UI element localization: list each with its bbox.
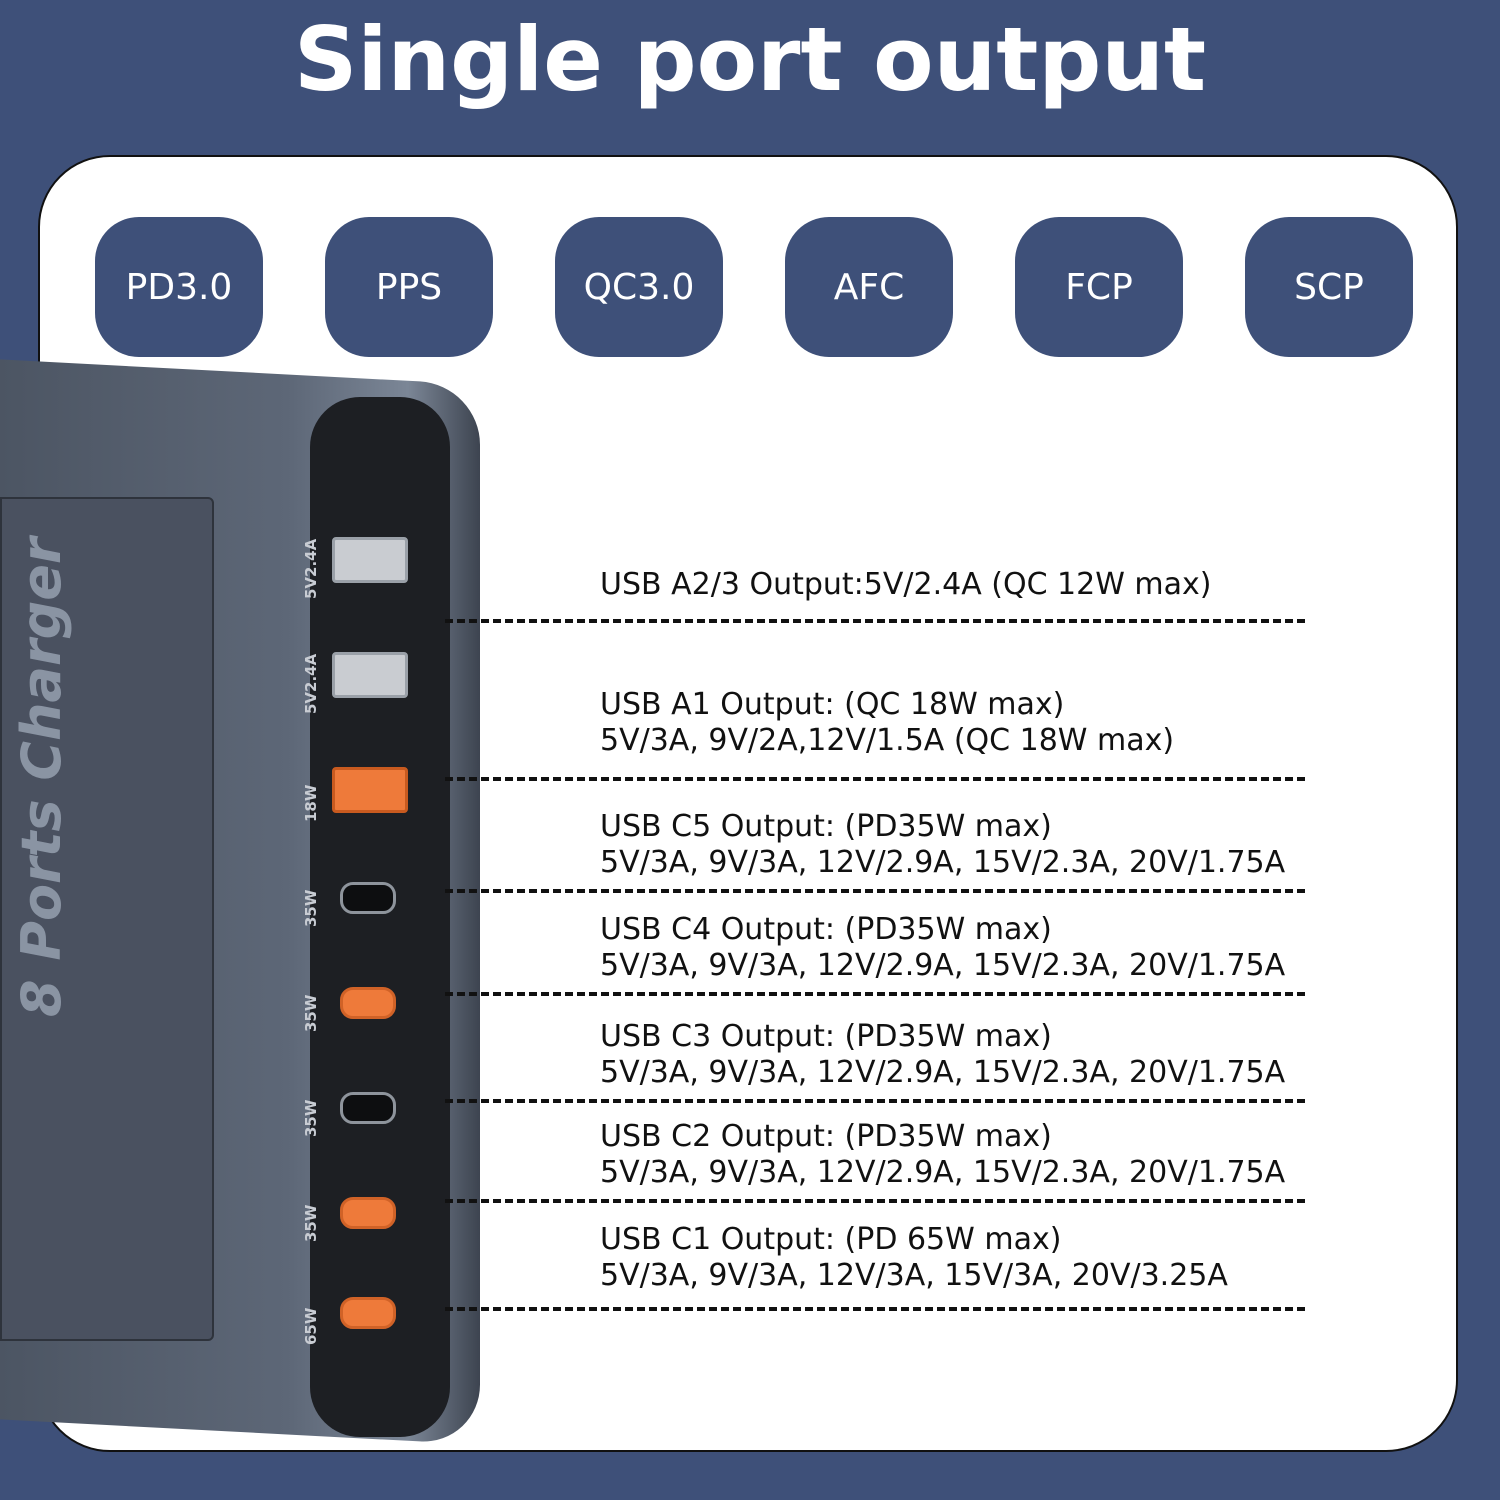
spec-line2: 5V/3A, 9V/3A, 12V/2.9A, 15V/2.3A, 20V/1.… — [600, 1055, 1286, 1090]
divider-a1 — [445, 777, 1305, 781]
usb-a1-port — [332, 767, 408, 813]
divider-a23 — [445, 619, 1305, 623]
spec-line2: 5V/3A, 9V/3A, 12V/2.9A, 15V/2.3A, 20V/1.… — [600, 1155, 1286, 1190]
spec-line2: 5V/3A, 9V/2A,12V/1.5A (QC 18W max) — [600, 723, 1175, 758]
spec-card: PD3.0 PPS QC3.0 AFC FCP SCP 8 Ports Char… — [0, 155, 1458, 1452]
port-label-a1: 18W — [302, 784, 320, 822]
badge-pd30: PD3.0 — [95, 217, 263, 357]
badge-fcp: FCP — [1015, 217, 1183, 357]
port-label-a2: 5V2.4A — [302, 653, 320, 714]
spec-line1: USB C4 Output: (PD35W max) — [600, 912, 1052, 947]
spec-usb-c4: USB C4 Output: (PD35W max) 5V/3A, 9V/3A,… — [600, 912, 1285, 984]
port-label-c4: 35W — [302, 994, 320, 1032]
usb-a3-port — [332, 537, 408, 583]
spec-usb-c1: USB C1 Output: (PD 65W max) 5V/3A, 9V/3A… — [600, 1222, 1228, 1294]
port-label-a3: 5V2.4A — [302, 538, 320, 599]
usb-c1-port — [340, 1297, 396, 1329]
port-label-c5: 35W — [302, 889, 320, 927]
spec-line2: 5V/3A, 9V/3A, 12V/3A, 15V/3A, 20V/3.25A — [600, 1258, 1228, 1293]
badge-scp: SCP — [1245, 217, 1413, 357]
usb-c4-port — [340, 987, 396, 1019]
divider-c2 — [445, 1199, 1305, 1203]
spec-line1: USB C5 Output: (PD35W max) — [600, 809, 1052, 844]
spec-usb-a1: USB A1 Output: (QC 18W max) 5V/3A, 9V/2A… — [600, 687, 1174, 759]
usb-a2-port — [332, 652, 408, 698]
usb-c3-port — [340, 1092, 396, 1124]
divider-c5 — [445, 889, 1305, 893]
charger-brand-text: 8 Ports Charger — [10, 537, 73, 1018]
spec-line1: USB C1 Output: (PD 65W max) — [600, 1222, 1062, 1257]
port-label-c3: 35W — [302, 1099, 320, 1137]
port-label-c1: 65W — [302, 1307, 320, 1345]
usb-c5-port — [340, 882, 396, 914]
spec-usb-c2: USB C2 Output: (PD35W max) 5V/3A, 9V/3A,… — [600, 1119, 1285, 1191]
badge-qc30: QC3.0 — [555, 217, 723, 357]
spec-usb-c5: USB C5 Output: (PD35W max) 5V/3A, 9V/3A,… — [600, 809, 1285, 881]
badge-pps: PPS — [325, 217, 493, 357]
divider-c1 — [445, 1307, 1305, 1311]
charger-top-panel — [0, 497, 214, 1341]
spec-line1: USB C2 Output: (PD35W max) — [600, 1119, 1052, 1154]
spec-line1: USB A2/3 Output:5V/2.4A (QC 12W max) — [600, 567, 1212, 602]
spec-line1: USB C3 Output: (PD35W max) — [600, 1019, 1052, 1054]
spec-usb-c3: USB C3 Output: (PD35W max) 5V/3A, 9V/3A,… — [600, 1019, 1285, 1091]
spec-line1: USB A1 Output: (QC 18W max) — [600, 687, 1065, 722]
spec-line2: 5V/3A, 9V/3A, 12V/2.9A, 15V/2.3A, 20V/1.… — [600, 845, 1286, 880]
divider-c3 — [445, 1099, 1305, 1103]
port-label-c2: 35W — [302, 1204, 320, 1242]
protocol-badges: PD3.0 PPS QC3.0 AFC FCP SCP — [95, 217, 1415, 357]
spec-line2: 5V/3A, 9V/3A, 12V/2.9A, 15V/2.3A, 20V/1.… — [600, 948, 1286, 983]
spec-usb-a23: USB A2/3 Output:5V/2.4A (QC 12W max) — [600, 567, 1212, 603]
page-title: Single port output — [293, 8, 1207, 111]
usb-c2-port — [340, 1197, 396, 1229]
badge-afc: AFC — [785, 217, 953, 357]
divider-c4 — [445, 992, 1305, 996]
